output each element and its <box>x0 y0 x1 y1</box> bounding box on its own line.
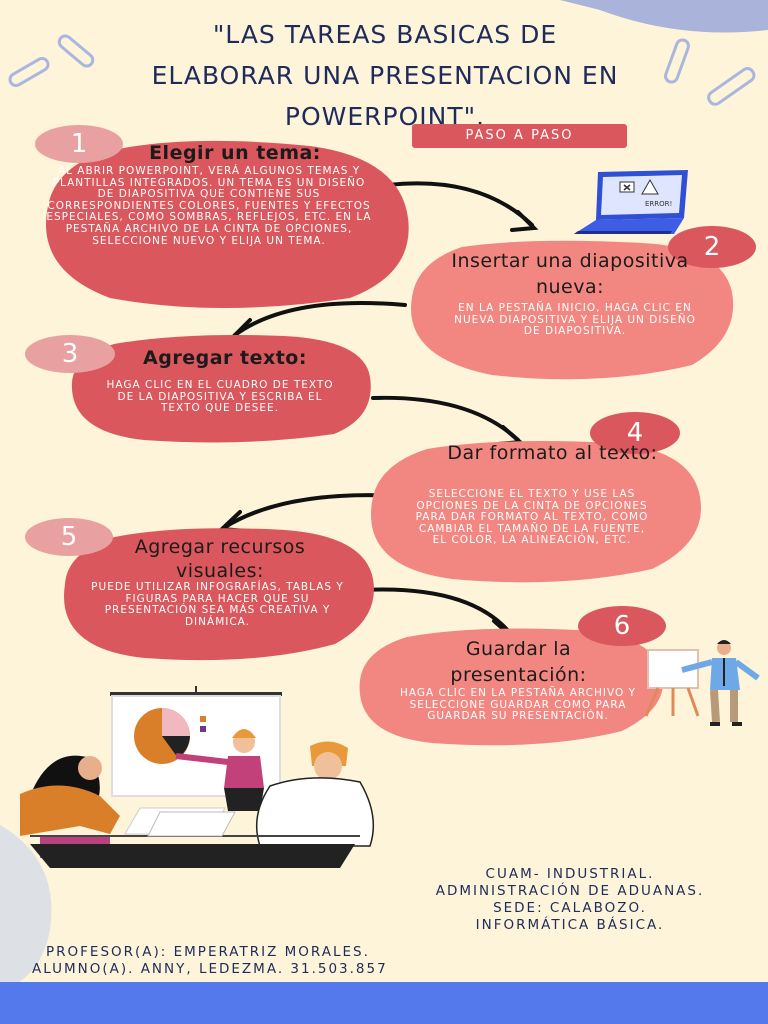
institution-line-4: INFORMÁTICA BÁSICA. <box>475 917 665 933</box>
presenter-illustration <box>644 640 760 726</box>
step-4-title: Dar formato al texto: <box>447 442 658 464</box>
institution-info: CUAM- INDUSTRIAL. ADMINISTRACIÓN DE ADUA… <box>370 866 768 934</box>
step-3-body: HAGA CLIC EN EL CUADRO DE TEXTO DE LA DI… <box>106 379 334 415</box>
top-right-wave <box>560 0 768 33</box>
step-3-number: 3 <box>25 335 115 373</box>
step-5-number: 5 <box>25 518 113 556</box>
institution-line-1: CUAM- INDUSTRIAL. <box>485 866 655 882</box>
step-4-blob <box>371 441 701 583</box>
step-4-number: 4 <box>590 412 680 454</box>
step-2-body: EN LA PESTAÑA INICIO, HAGA CLIC EN NUEVA… <box>454 302 696 338</box>
left-wave <box>0 825 52 990</box>
arrow-5-6 <box>361 587 512 635</box>
student-line: ALUMNO(A). ANNY, LEDEZMA. 31.503.857 <box>32 961 388 977</box>
step-4-body: SELECCIONE EL TEXTO Y USE LAS OPCIONES D… <box>415 488 649 547</box>
step-2-number: 2 <box>668 226 756 268</box>
page-title: "LAS TAREAS BASICAS DE ELABORAR UNA PRES… <box>100 14 670 137</box>
arrow-3-4 <box>371 395 520 442</box>
institution-line-3: SEDE: CALABOZO. <box>493 900 647 916</box>
step-5-title: Agregar recursos visuales: <box>134 536 306 582</box>
institution-line-2: ADMINISTRACIÓN DE ADUANAS. <box>435 883 705 899</box>
step-3-title: Agregar texto: <box>143 347 307 369</box>
professor-line: PROFESOR(A): EMPERATRIZ MORALES. <box>46 944 370 960</box>
step-2-blob <box>411 240 734 380</box>
step-1-number: 1 <box>35 125 123 163</box>
step-6-number: 6 <box>578 606 666 646</box>
step-6-title: Guardar la presentación: <box>450 638 587 686</box>
arrow-1-2-head <box>510 210 539 232</box>
step-1-title: Elegir un tema: <box>149 142 321 164</box>
step-1-blob <box>46 140 409 308</box>
meeting-illustration <box>20 686 375 868</box>
paperclip-icon <box>8 34 756 106</box>
step-5-body: PUEDE UTILIZAR INFOGRAFÍAS, TABLAS Y FIG… <box>91 581 344 628</box>
laptop-error-text: ERROR! <box>645 200 672 208</box>
paso-a-paso-badge: PASO A PASO <box>412 124 627 148</box>
step-6-blob <box>359 628 664 746</box>
laptop-icon: ERROR! <box>574 170 688 234</box>
step-2-title: Insertar una diapositiva nueva: <box>451 250 689 298</box>
title-line-2: ELABORAR UNA PRESENTACION EN <box>151 61 619 90</box>
step-5-blob <box>64 528 374 661</box>
title-line-1: "LAS TAREAS BASICAS DE <box>212 20 558 49</box>
step-3-blob <box>71 335 371 443</box>
step-1-body: AL ABRIR POWERPOINT, VERÁ ALGUNOS TEMAS … <box>46 165 372 247</box>
bottom-bar <box>0 982 768 1024</box>
step-6-body: HAGA CLIC EN LA PESTAÑA ARCHIVO Y SELECC… <box>399 687 637 723</box>
arrow-2-3 <box>233 301 407 337</box>
